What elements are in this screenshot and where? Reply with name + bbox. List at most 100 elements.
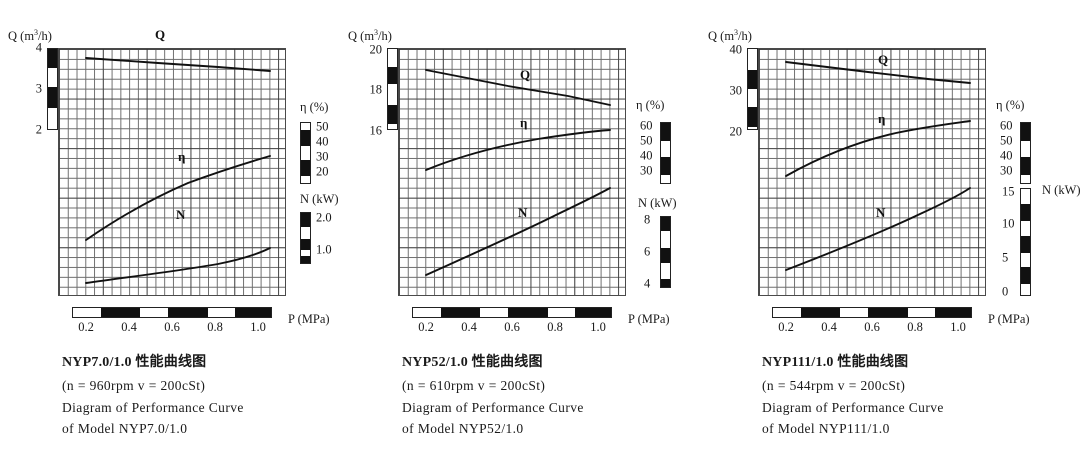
q-axis-tick: 4 bbox=[35, 40, 42, 55]
n-legend-title: N (kW) bbox=[1042, 183, 1081, 197]
caption-en-line2: of Model NYP111/1.0 bbox=[762, 421, 890, 437]
p-axis-title: P (MPa) bbox=[628, 312, 670, 326]
caption-params: (n = 544rpm v = 200cSt) bbox=[762, 377, 906, 393]
eta-legend-tick: 40 bbox=[1000, 148, 1013, 163]
q-axis-scale-bar bbox=[387, 48, 398, 130]
panel-caption: NYP52/1.0 性能曲线图 (n = 610rpm v = 200cSt) … bbox=[402, 352, 702, 440]
n-legend-tick: 0 bbox=[1002, 284, 1009, 299]
caption-en-line2: of Model NYP7.0/1.0 bbox=[62, 421, 188, 437]
p-axis-tick: 0.8 bbox=[207, 320, 223, 334]
curve-label-q: Q bbox=[520, 67, 531, 82]
q-axis-tick: 18 bbox=[369, 82, 383, 97]
curve-lines bbox=[785, 61, 971, 271]
p-axis-tick: 1.0 bbox=[950, 320, 966, 334]
plot-area: Q η N bbox=[758, 48, 986, 296]
eta-legend-tick: 60 bbox=[640, 118, 653, 133]
q-axis-tick: 2 bbox=[35, 122, 42, 137]
p-axis-tick: 0.6 bbox=[504, 320, 520, 334]
curve-label-n: N bbox=[518, 205, 528, 220]
q-axis-title: Q (m3/h) bbox=[348, 28, 392, 44]
p-axis-title: P (MPa) bbox=[988, 312, 1030, 326]
curve-q bbox=[785, 61, 971, 84]
chart-panel-nyp111: Q (m3/h) 40 30 20 Q η N η (%) 60 50 40 bbox=[700, 0, 1081, 468]
panel-caption: NYP111/1.0 性能曲线图 (n = 544rpm v = 200cSt)… bbox=[762, 352, 1062, 440]
plot-grid bbox=[398, 48, 626, 296]
curve-n bbox=[425, 187, 611, 276]
eta-legend-title: η (%) bbox=[300, 100, 329, 114]
n-legend-title: N (kW) bbox=[300, 192, 339, 206]
n-legend-title: N (kW) bbox=[638, 196, 677, 210]
curve-label-eta: η bbox=[178, 149, 186, 164]
eta-legend-tick: 30 bbox=[640, 163, 653, 178]
eta-legend-tick: 50 bbox=[1000, 133, 1013, 148]
p-axis-tick: 0.4 bbox=[121, 320, 137, 334]
caption-params: (n = 610rpm v = 200cSt) bbox=[402, 377, 546, 393]
q-axis-tick: 20 bbox=[369, 42, 383, 57]
eta-legend-tick: 30 bbox=[316, 149, 329, 164]
n-legend-tick: 1.0 bbox=[316, 242, 332, 257]
q-axis-tick: 30 bbox=[729, 83, 743, 98]
q-axis-title: Q (m3/h) bbox=[8, 28, 52, 44]
eta-legend-tick: 30 bbox=[1000, 163, 1013, 178]
chart-panel-nyp52: Q (m3/h) 20 18 16 Q η N η (%) 60 50 40 bbox=[340, 0, 702, 468]
n-legend-tick: 5 bbox=[1002, 250, 1009, 265]
n-legend-tick: 8 bbox=[644, 212, 651, 227]
eta-legend-tick: 50 bbox=[316, 119, 329, 134]
chart-panel-nyp7: Q (m3/h) 4 3 2 Q η N η (%) 50 40 30 2 bbox=[0, 0, 362, 468]
curve-label-q: Q bbox=[155, 27, 166, 42]
eta-legend-tick: 40 bbox=[316, 134, 329, 149]
p-axis-tick: 0.8 bbox=[547, 320, 563, 334]
curve-eta bbox=[785, 120, 971, 177]
p-axis-tick: 0.4 bbox=[821, 320, 837, 334]
caption-params: (n = 960rpm v = 200cSt) bbox=[62, 377, 206, 393]
curve-q bbox=[85, 57, 271, 72]
eta-legend-scale-bar bbox=[1020, 122, 1031, 184]
n-legend-tick: 2.0 bbox=[316, 210, 332, 225]
p-axis-tick: 1.0 bbox=[250, 320, 266, 334]
eta-legend-tick: 40 bbox=[640, 148, 653, 163]
eta-legend-tick: 20 bbox=[316, 164, 329, 179]
n-legend-scale-bar bbox=[660, 216, 671, 288]
panel-caption: NYP7.0/1.0 性能曲线图 (n = 960rpm v = 200cSt)… bbox=[62, 352, 362, 440]
p-axis-tick: 0.6 bbox=[164, 320, 180, 334]
n-legend-tick: 4 bbox=[644, 276, 651, 291]
curve-label-n: N bbox=[876, 205, 886, 220]
n-legend-tick: 10 bbox=[1002, 216, 1015, 231]
n-legend-scale-bar bbox=[1020, 188, 1031, 296]
caption-title: NYP7.0/1.0 性能曲线图 bbox=[62, 355, 207, 370]
curve-eta bbox=[85, 155, 271, 241]
p-axis-tick: 0.8 bbox=[907, 320, 923, 334]
caption-en-line1: Diagram of Performance Curve bbox=[762, 399, 944, 415]
q-axis-tick: 16 bbox=[369, 123, 383, 138]
curve-lines bbox=[425, 69, 611, 276]
curve-lines bbox=[85, 57, 271, 284]
p-axis-scale-bar bbox=[772, 307, 972, 318]
q-axis-scale-bar bbox=[747, 48, 758, 130]
curve-label-n: N bbox=[176, 207, 186, 222]
eta-legend-title: η (%) bbox=[996, 98, 1025, 112]
eta-legend-tick: 60 bbox=[1000, 118, 1013, 133]
eta-legend-scale-bar bbox=[660, 122, 671, 184]
n-legend-tick: 6 bbox=[644, 244, 651, 259]
curve-q bbox=[425, 69, 611, 106]
q-axis-title: Q (m3/h) bbox=[708, 28, 752, 44]
plot-area: Q η N bbox=[398, 48, 626, 296]
plot-area: η N bbox=[58, 48, 286, 296]
eta-legend-scale-bar bbox=[300, 122, 311, 184]
n-legend-scale-bar bbox=[300, 212, 311, 264]
p-axis-scale-bar bbox=[72, 307, 272, 318]
caption-en-line1: Diagram of Performance Curve bbox=[62, 399, 244, 415]
plot-grid bbox=[758, 48, 986, 296]
caption-title: NYP52/1.0 性能曲线图 bbox=[402, 355, 543, 370]
q-axis-tick: 20 bbox=[729, 124, 743, 139]
curve-label-eta: η bbox=[520, 115, 528, 130]
p-axis-tick: 0.4 bbox=[461, 320, 477, 334]
eta-legend-tick: 50 bbox=[640, 133, 653, 148]
curve-n bbox=[785, 187, 971, 271]
p-axis-tick: 1.0 bbox=[590, 320, 606, 334]
p-axis-title: P (MPa) bbox=[288, 312, 330, 326]
curve-label-eta: η bbox=[878, 111, 886, 126]
caption-en-line1: Diagram of Performance Curve bbox=[402, 399, 584, 415]
curve-eta bbox=[425, 129, 611, 171]
